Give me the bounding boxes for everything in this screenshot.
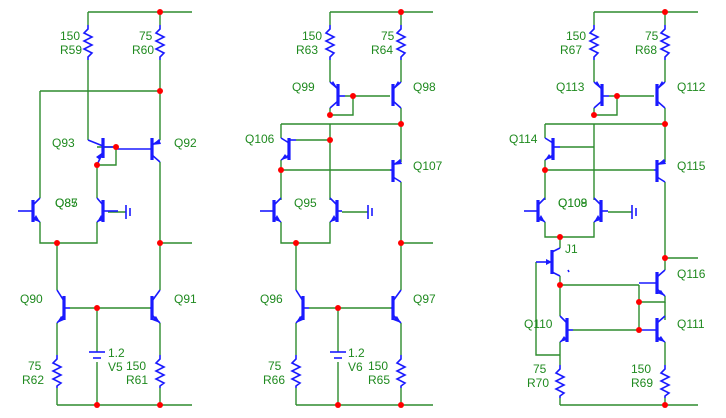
resistor-r70 <box>554 365 566 398</box>
resistor-r62 <box>51 355 63 388</box>
q95-label: Q95 <box>294 196 317 210</box>
transistor-q112 <box>655 81 666 109</box>
transistor-q116 <box>639 269 666 297</box>
r59-value: 150 <box>60 29 80 43</box>
r70-value: 75 <box>533 362 547 376</box>
transistor-q92 <box>116 138 161 163</box>
transistor-q114 <box>544 137 560 161</box>
r66-ref: R66 <box>263 373 285 387</box>
r63-value: 150 <box>302 29 322 43</box>
r70-ref: R70 <box>527 376 549 390</box>
resistor-r66 <box>290 355 302 388</box>
transistor-q93 <box>87 138 116 166</box>
transistor-q115 <box>654 159 666 183</box>
v5-value: 1.2 <box>108 346 125 360</box>
transistor-q96 <box>295 289 309 324</box>
transistor-q90 <box>56 289 70 324</box>
r69-value: 150 <box>631 362 651 376</box>
transistor-q98 <box>391 81 402 109</box>
transistor-q109 <box>593 197 637 223</box>
q99-label: Q99 <box>292 80 315 94</box>
voltage-source-v6 <box>330 351 346 359</box>
transistor-q111 <box>639 315 666 343</box>
transistor-q85 <box>18 197 41 223</box>
transistor-q106 <box>280 137 296 161</box>
transistor-q113 <box>593 81 609 109</box>
q112-label: Q112 <box>677 80 706 94</box>
transistor-q87 <box>96 197 131 223</box>
q97-label: Q97 <box>413 292 436 306</box>
r61-value: 150 <box>126 359 146 373</box>
r65-ref: R65 <box>368 373 390 387</box>
r67-ref: R67 <box>560 43 582 57</box>
resistor-r68 <box>659 25 671 60</box>
voltage-source-v5 <box>89 351 105 359</box>
r64-ref: R64 <box>371 43 393 57</box>
q110-label: Q110 <box>524 317 553 331</box>
transistor-q107 <box>390 159 402 183</box>
resistor-r60 <box>154 25 166 60</box>
j1-label: J1 <box>565 242 578 256</box>
q87-label: Q87 <box>55 196 78 210</box>
transistor-q97 <box>391 289 402 324</box>
r65-value: 150 <box>368 359 388 373</box>
r67-value: 150 <box>566 29 586 43</box>
q106-label: Q106 <box>245 132 275 146</box>
resistor-r64 <box>395 25 407 60</box>
resistor-r67 <box>588 25 600 60</box>
resistor-r61 <box>154 355 166 388</box>
resistor-r65 <box>395 355 407 388</box>
transistor-q108 <box>524 197 546 223</box>
transistor-q95 <box>260 197 282 223</box>
circuit-2: 150 R63 75 R64 75 R66 150 R65 1.2 V6 Q99… <box>245 9 443 408</box>
jfet-j1 <box>536 247 570 277</box>
q113-label: Q113 <box>556 80 585 94</box>
q98-label: Q98 <box>413 80 436 94</box>
q91-label: Q91 <box>174 292 197 306</box>
r69-ref: R69 <box>631 376 653 390</box>
r60-value: 75 <box>139 29 153 43</box>
q116-label: Q116 <box>677 267 706 281</box>
circuit-1: 150 R59 75 R60 75 R62 150 R61 1.2 V5 Q93… <box>18 9 197 408</box>
q92-label: Q92 <box>174 136 197 150</box>
r61-ref: R61 <box>126 373 148 387</box>
r68-value: 75 <box>645 29 659 43</box>
r68-ref: R68 <box>635 43 657 57</box>
r62-ref: R62 <box>22 373 44 387</box>
q90-label: Q90 <box>20 292 43 306</box>
q93-label: Q93 <box>52 136 75 150</box>
resistor-r69 <box>659 365 671 398</box>
resistor-r59 <box>82 25 94 60</box>
r62-value: 75 <box>28 359 42 373</box>
r59-ref: R59 <box>60 43 82 57</box>
r66-value: 75 <box>268 359 282 373</box>
resistor-r63 <box>324 25 336 60</box>
q114-label: Q114 <box>509 132 538 146</box>
q111-label: Q111 <box>677 317 705 331</box>
q109-label: Q109 <box>558 196 588 210</box>
q108-label: Q108 <box>558 196 588 210</box>
q115-label: Q115 <box>677 159 706 173</box>
transistor-q95-pair <box>329 197 373 223</box>
v5-ref: V5 <box>108 360 123 374</box>
q107-label: Q107 <box>413 159 443 173</box>
circuit-3: 150 R67 75 R68 75 R70 150 R69 Q113 Q112 … <box>509 9 706 408</box>
transistor-q99 <box>329 81 345 109</box>
transistor-q91 <box>150 289 161 324</box>
r60-ref: R60 <box>132 43 154 57</box>
transistor-q110 <box>559 315 573 343</box>
q96-label: Q96 <box>260 292 283 306</box>
v6-ref: V6 <box>348 360 363 374</box>
r63-ref: R63 <box>296 43 318 57</box>
r64-value: 75 <box>381 29 395 43</box>
q85-label: Q85 <box>55 196 78 210</box>
v6-value: 1.2 <box>348 346 365 360</box>
